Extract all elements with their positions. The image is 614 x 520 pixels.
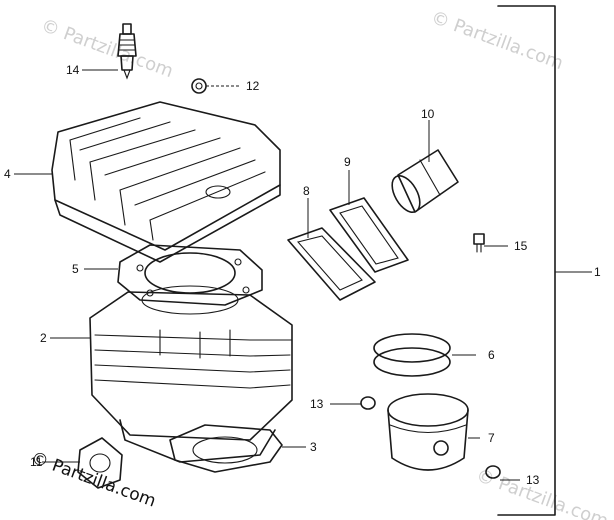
cylinder-head bbox=[51, 101, 281, 263]
callout-10: 10 bbox=[421, 107, 435, 121]
spark-plug bbox=[117, 23, 137, 80]
callout-9: 9 bbox=[344, 155, 351, 169]
callout-6: 6 bbox=[488, 348, 495, 362]
washer-nut bbox=[191, 78, 207, 94]
callout-3: 3 bbox=[310, 440, 317, 454]
callout-8: 8 bbox=[303, 184, 310, 198]
callout-13-upper: 13 bbox=[310, 397, 324, 411]
piston bbox=[387, 393, 469, 471]
watermark-bottom-right: © Partzilla.com bbox=[473, 465, 611, 520]
exhaust-gasket bbox=[77, 437, 123, 489]
watermark-bottom-left: © Partzilla.com bbox=[28, 448, 158, 512]
watermark-top-left: © Partzilla.com bbox=[38, 15, 176, 82]
callout-13-lower: 13 bbox=[526, 473, 540, 487]
callout-2: 2 bbox=[40, 331, 47, 345]
callout-1: 1 bbox=[594, 265, 601, 279]
circlip-upper bbox=[360, 396, 376, 410]
cylinder bbox=[89, 285, 293, 463]
callout-14: 14 bbox=[66, 63, 80, 77]
callout-5: 5 bbox=[72, 262, 79, 276]
piston-rings bbox=[373, 333, 451, 377]
callout-15: 15 bbox=[514, 239, 528, 253]
small-bolt bbox=[473, 233, 485, 253]
circlip-lower bbox=[485, 465, 501, 479]
callout-11: 11 bbox=[30, 455, 43, 469]
intake-cap bbox=[391, 149, 459, 213]
callout-7: 7 bbox=[488, 431, 495, 445]
leader-lines bbox=[14, 69, 520, 481]
callout-12: 12 bbox=[246, 79, 260, 93]
watermark-top-right: © Partzilla.com bbox=[428, 7, 566, 74]
head-gasket bbox=[117, 244, 263, 306]
assembly-bracket bbox=[497, 5, 592, 516]
callout-4: 4 bbox=[4, 167, 11, 181]
reed-gasket-9 bbox=[329, 197, 409, 273]
reed-gasket-8 bbox=[287, 227, 376, 301]
base-gasket bbox=[169, 424, 283, 473]
